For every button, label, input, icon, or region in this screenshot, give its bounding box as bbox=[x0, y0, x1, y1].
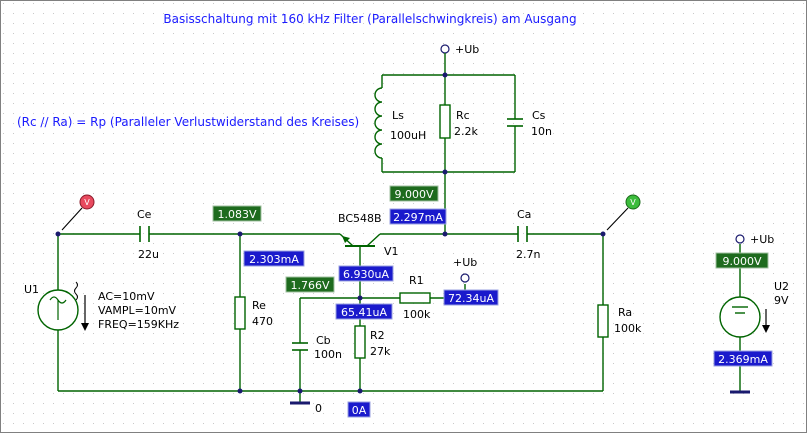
dc-source-u2[interactable]: U2 9V bbox=[719, 280, 789, 338]
dc-source-u2-name: U2 bbox=[774, 280, 789, 293]
voltage-probe-output[interactable]: V bbox=[606, 194, 641, 231]
resistor-rc-name: Rc bbox=[456, 109, 470, 122]
resistance-note: (Rc // Ra) = Rp (Paralleler Verlustwider… bbox=[17, 115, 359, 129]
resistor-re[interactable]: Re 470 bbox=[234, 296, 273, 330]
readout-emitter-voltage: 1.083V bbox=[212, 205, 262, 222]
supply-terminal-u2: +Ub bbox=[735, 233, 774, 246]
readout-supply-current-text: 2.369mA bbox=[718, 353, 768, 366]
readout-collector-voltage: 9.000V bbox=[389, 185, 439, 202]
ground-label: 0 bbox=[315, 402, 322, 415]
readout-supply-voltage: 9.000V bbox=[715, 252, 769, 269]
readout-r2-current-text: 65.41uA bbox=[341, 306, 387, 319]
readout-base-current-text: 6.930uA bbox=[343, 268, 389, 281]
readout-ground-current-text: 0A bbox=[352, 404, 367, 417]
resistor-re-value: 470 bbox=[252, 315, 273, 328]
resistor-ra-value: 100k bbox=[614, 322, 642, 335]
capacitor-cb-name: Cb bbox=[316, 334, 331, 347]
readout-emitter-current-text: 2.303mA bbox=[249, 253, 299, 266]
voltage-probe-input[interactable]: V bbox=[61, 194, 95, 231]
resistor-re-name: Re bbox=[252, 299, 266, 312]
resistor-ra[interactable]: Ra 100k bbox=[597, 304, 642, 338]
transistor-v1-name: V1 bbox=[384, 245, 399, 258]
readout-collector-voltage-text: 9.000V bbox=[394, 188, 433, 201]
readout-emitter-voltage-text: 1.083V bbox=[217, 208, 256, 221]
readout-supply-voltage-text: 9.000V bbox=[722, 255, 761, 268]
readout-r1-current-text: 72.34uA bbox=[448, 292, 494, 305]
u1-arrow-icon bbox=[74, 281, 89, 331]
ac-source-u1-param-ac: AC=10mV bbox=[98, 290, 155, 303]
readout-r1-current: 72.34uA bbox=[443, 289, 499, 306]
resistor-rc[interactable]: Rc 2.2k bbox=[439, 104, 478, 139]
resistor-r2-value: 27k bbox=[370, 345, 391, 358]
inductor-ls-value: 100uH bbox=[390, 129, 426, 142]
capacitor-ce[interactable]: Ce 22u bbox=[137, 208, 159, 261]
resistor-r1-name: R1 bbox=[409, 274, 424, 287]
resistor-r1-value: 100k bbox=[403, 308, 431, 321]
readout-collector-current-text: 2.297mA bbox=[393, 211, 443, 224]
inductor-ls[interactable]: Ls 100uH bbox=[374, 87, 426, 159]
readout-base-current: 6.930uA bbox=[338, 265, 394, 282]
u2-arrow-icon bbox=[762, 309, 770, 333]
readout-collector-current: 2.297mA bbox=[389, 208, 447, 225]
resistor-r2[interactable]: R2 27k bbox=[354, 325, 391, 359]
capacitor-cs-value: 10n bbox=[531, 125, 552, 138]
ac-source-u1-param-freq: FREQ=159KHz bbox=[98, 318, 179, 331]
supply-terminal-top: +Ub bbox=[440, 43, 479, 56]
capacitor-cs-name: Cs bbox=[532, 109, 546, 122]
readout-base-voltage: 1.766V bbox=[285, 276, 335, 293]
capacitor-cs[interactable]: Cs 10n bbox=[507, 109, 552, 138]
ground-icon: 0 bbox=[290, 401, 322, 415]
readout-emitter-current: 2.303mA bbox=[243, 250, 305, 267]
capacitor-cb[interactable]: Cb 100n bbox=[292, 334, 342, 361]
ac-source-u1-param-vampl: VAMPL=10mV bbox=[98, 304, 177, 317]
supply-label-top: +Ub bbox=[455, 43, 479, 56]
supply-label-u2: +Ub bbox=[750, 233, 774, 246]
ac-source-u1-name: U1 bbox=[24, 283, 39, 296]
supply-label-r1: +Ub bbox=[453, 256, 477, 269]
dc-source-u2-value: 9V bbox=[774, 294, 789, 307]
capacitor-ca[interactable]: Ca 2.7n bbox=[516, 208, 540, 261]
capacitor-ca-name: Ca bbox=[517, 208, 531, 221]
voltage-probe-input-label: V bbox=[84, 198, 90, 207]
transistor-v1-model: BC548B bbox=[338, 212, 382, 225]
resistor-rc-value: 2.2k bbox=[454, 125, 478, 138]
readout-supply-current: 2.369mA bbox=[713, 350, 773, 367]
junction-dots bbox=[55, 72, 606, 394]
supply-terminal-r1: +Ub bbox=[453, 256, 477, 283]
inductor-ls-name: Ls bbox=[392, 109, 404, 122]
page-title: Basisschaltung mit 160 kHz Filter (Paral… bbox=[163, 12, 576, 26]
voltage-probe-output-label: V bbox=[630, 198, 636, 207]
resistor-r1[interactable]: R1 100k bbox=[399, 274, 431, 321]
transistor-v1[interactable]: BC548B V1 bbox=[338, 212, 399, 258]
resistor-r2-name: R2 bbox=[370, 329, 385, 342]
capacitor-ce-name: Ce bbox=[137, 208, 152, 221]
readout-ground-current: 0A bbox=[347, 401, 371, 418]
capacitor-ce-value: 22u bbox=[138, 248, 159, 261]
readout-base-voltage-text: 1.766V bbox=[290, 279, 329, 292]
resistor-ra-name: Ra bbox=[618, 306, 632, 319]
capacitor-cb-value: 100n bbox=[314, 348, 342, 361]
ac-source-u1[interactable]: U1 AC=10mV VAMPL=10mV FREQ=159KHz bbox=[24, 283, 179, 331]
readout-r2-current: 65.41uA bbox=[335, 303, 393, 320]
capacitor-ca-value: 2.7n bbox=[516, 248, 540, 261]
